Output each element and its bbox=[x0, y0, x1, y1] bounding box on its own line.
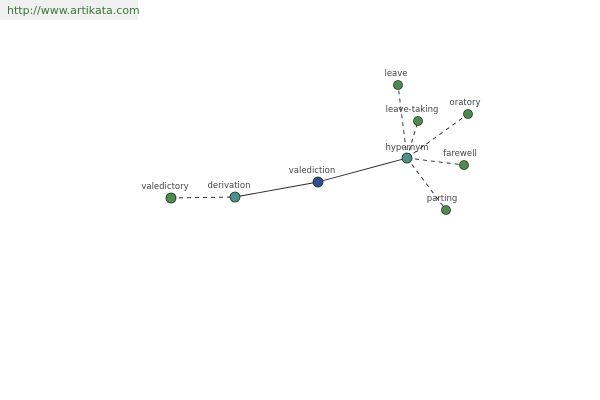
source-url: http://www.artikata.com bbox=[7, 4, 140, 17]
node-oratory[interactable] bbox=[463, 109, 473, 119]
edges-layer bbox=[170, 84, 469, 211]
node-derivation[interactable] bbox=[229, 191, 241, 203]
node-parting[interactable] bbox=[441, 205, 451, 215]
edge-derivation-valediction bbox=[234, 181, 319, 198]
node-farewell[interactable] bbox=[459, 160, 469, 170]
node-label-derivation: derivation bbox=[207, 181, 250, 191]
node-label-oratory: oratory bbox=[450, 98, 481, 108]
node-leave[interactable] bbox=[393, 80, 403, 90]
edge-hypernym-parting bbox=[406, 157, 447, 211]
node-label-hypernym: hypernym bbox=[385, 143, 428, 153]
node-label-farewell: farewell bbox=[443, 149, 477, 159]
node-label-valedictory: valedictory bbox=[141, 182, 188, 192]
edge-valedictory-derivation bbox=[170, 196, 236, 199]
watermark-banner: http://www.artikata.com bbox=[0, 0, 140, 20]
node-label-valediction: valediction bbox=[289, 166, 336, 176]
node-label-leave: leave bbox=[384, 69, 407, 79]
edge-hypernym-leave-taking bbox=[406, 120, 419, 159]
edge-hypernym-farewell bbox=[406, 157, 465, 166]
node-valediction[interactable] bbox=[312, 176, 324, 188]
node-label-leave-taking: leave-taking bbox=[386, 105, 439, 115]
edge-valediction-hypernym bbox=[317, 157, 408, 183]
node-label-parting: parting bbox=[427, 194, 458, 204]
nodes-layer: valedictory derivation valediction hypernym… bbox=[141, 69, 480, 215]
node-hypernym[interactable] bbox=[401, 152, 413, 164]
node-valedictory[interactable] bbox=[165, 192, 177, 204]
node-leave-taking[interactable] bbox=[413, 116, 423, 126]
